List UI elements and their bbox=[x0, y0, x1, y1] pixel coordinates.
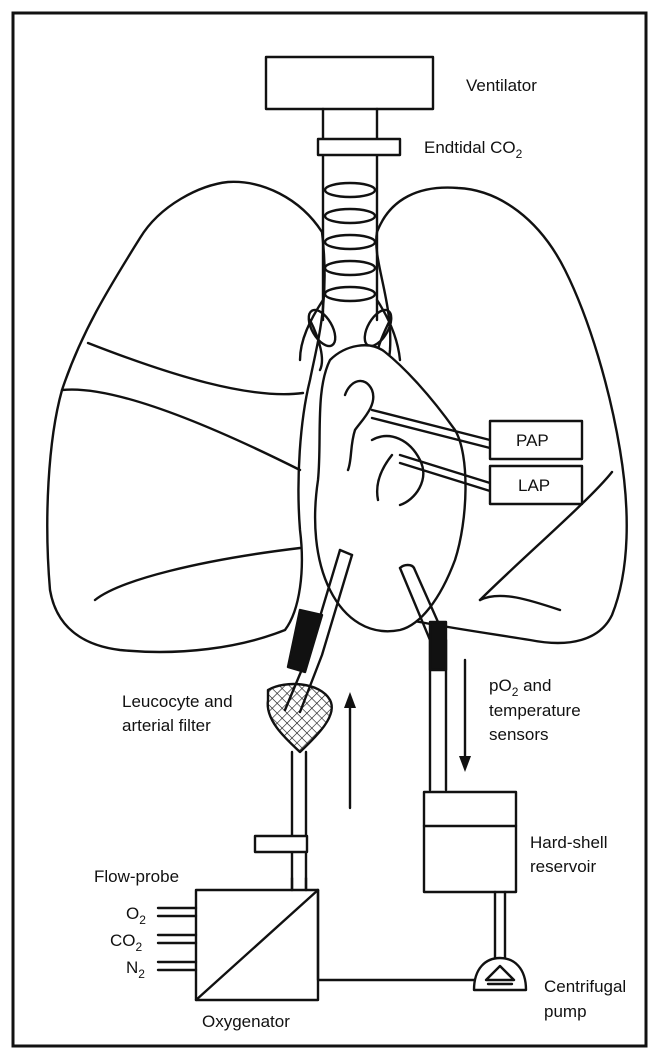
po2-label-line3: sensors bbox=[489, 725, 549, 744]
lap-label: LAP bbox=[518, 476, 550, 495]
endtidal-connector bbox=[318, 139, 400, 155]
flowprobe-label: Flow-probe bbox=[94, 867, 179, 886]
flow-probe bbox=[255, 836, 307, 852]
pap-label: PAP bbox=[516, 431, 549, 450]
gas-inlet-o2 bbox=[158, 908, 196, 916]
heart bbox=[315, 345, 465, 631]
hardshell-label-line2: reservoir bbox=[530, 857, 596, 876]
reservoir-outlet bbox=[495, 892, 505, 962]
gas-o2-label: O2 bbox=[126, 904, 146, 927]
po2-label-line1: pO2 and bbox=[489, 676, 551, 699]
gas-n2-label: N2 bbox=[126, 958, 145, 981]
oxygenator-diagonal bbox=[196, 890, 318, 1000]
endtidal-label: Endtidal CO2 bbox=[424, 138, 523, 161]
arterial-arrowhead bbox=[344, 692, 356, 708]
left-lung bbox=[47, 182, 324, 652]
gas-inlet-co2 bbox=[158, 935, 196, 943]
leucocyte-label-line1: Leucocyte and bbox=[122, 692, 233, 711]
centrifugal-label-line1: Centrifugal bbox=[544, 977, 626, 996]
centrifugal-label-line2: pump bbox=[544, 1002, 587, 1021]
arterial-line bbox=[292, 752, 306, 890]
po2-sensor bbox=[430, 622, 446, 670]
hardshell-reservoir bbox=[424, 792, 516, 892]
tracheal-rings bbox=[325, 183, 375, 301]
left-lung-fissure-upper bbox=[88, 343, 303, 394]
left-lung-fissure-mid bbox=[62, 390, 300, 470]
pump-to-oxygenator-line bbox=[318, 890, 474, 980]
venous-arrowhead bbox=[459, 756, 471, 772]
hardshell-label-line1: Hard-shell bbox=[530, 833, 607, 852]
right-lung-fissure-lower bbox=[480, 596, 560, 610]
left-lung-fissure-lower bbox=[95, 548, 300, 600]
gas-co2-label: CO2 bbox=[110, 931, 143, 954]
leucocyte-filter bbox=[268, 684, 332, 752]
oxygenator-label: Oxygenator bbox=[202, 1012, 290, 1031]
oxygenator-outlet bbox=[292, 878, 306, 890]
leucocyte-label-line2: arterial filter bbox=[122, 716, 211, 735]
ventilator-box bbox=[266, 57, 433, 109]
arterial-clamp bbox=[288, 610, 322, 672]
po2-label-line2: temperature bbox=[489, 701, 581, 720]
ventilator-label: Ventilator bbox=[466, 76, 537, 95]
gas-inlet-n2 bbox=[158, 962, 196, 970]
